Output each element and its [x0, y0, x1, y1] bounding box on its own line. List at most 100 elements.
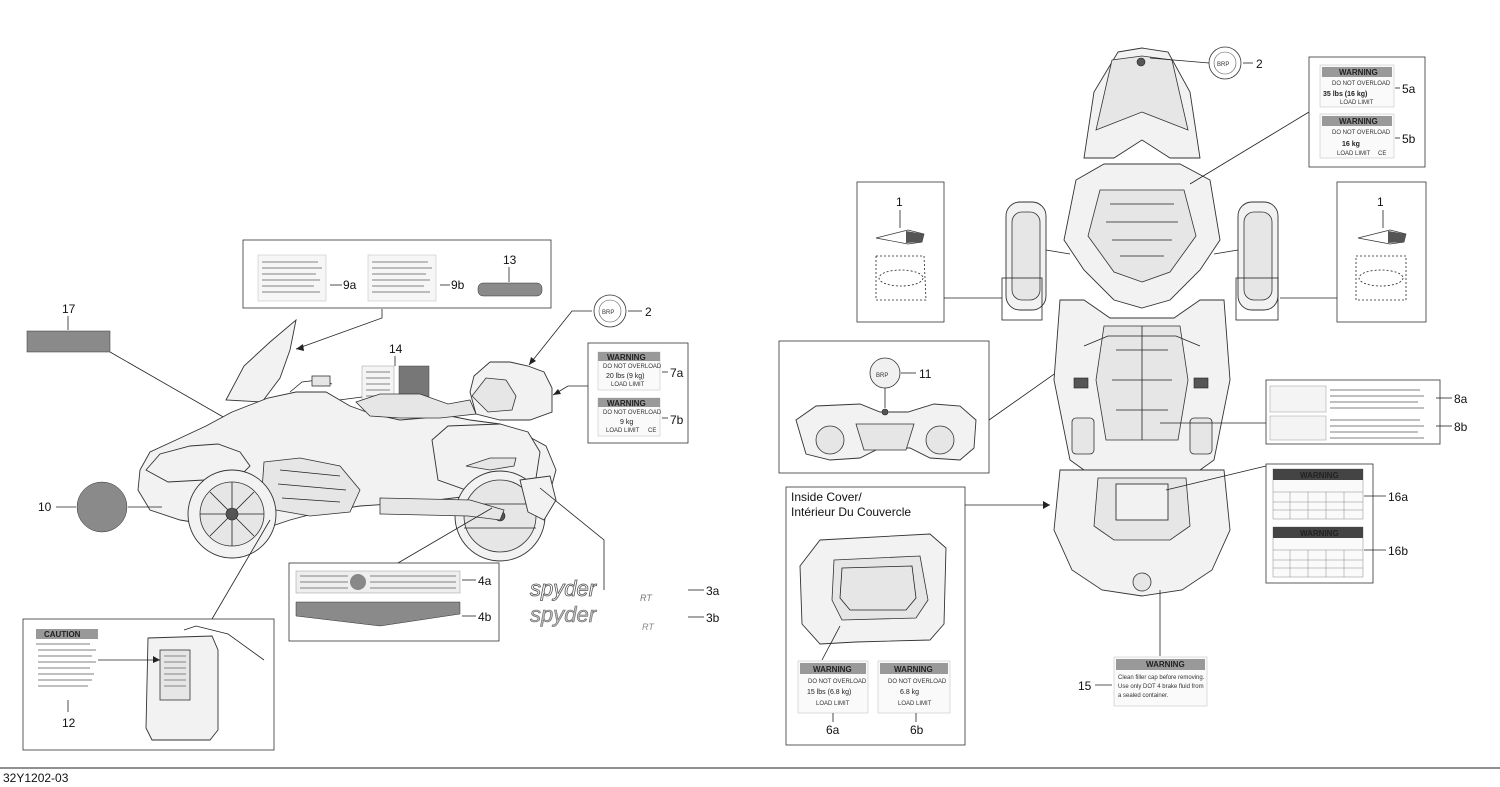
svg-text:CE: CE	[648, 428, 656, 434]
label-5a: WARNING DO NOT OVERLOAD 35 lbs (16 kg) L…	[1319, 64, 1416, 108]
svg-text:2: 2	[645, 305, 652, 319]
svg-text:6a: 6a	[826, 723, 840, 737]
label-9b: 9b	[367, 254, 465, 302]
svg-text:LOAD LIMIT: LOAD LIMIT	[611, 382, 645, 388]
svg-text:3b: 3b	[706, 611, 720, 625]
svg-text:35 lbs (16 kg): 35 lbs (16 kg)	[1323, 91, 1367, 98]
svg-text:16b: 16b	[1388, 544, 1408, 558]
svg-text:8a: 8a	[1454, 392, 1468, 406]
svg-text:9 kg: 9 kg	[620, 419, 633, 426]
label-16a: WARNING 16a	[1272, 468, 1408, 520]
svg-text:WARNING: WARNING	[813, 665, 852, 674]
inside-cover-title-2: Intérieur Du Couvercle	[791, 505, 911, 519]
svg-text:DO NOT OVERLOAD: DO NOT OVERLOAD	[603, 410, 662, 416]
svg-text:7a: 7a	[670, 366, 684, 380]
svg-text:BRP: BRP	[602, 310, 614, 316]
label-2-right: BRP 2	[1149, 46, 1263, 80]
svg-text:16 kg: 16 kg	[1342, 141, 1360, 148]
svg-text:WARNING: WARNING	[607, 353, 646, 362]
svg-text:WARNING: WARNING	[1300, 471, 1339, 480]
svg-text:WARNING: WARNING	[894, 665, 933, 674]
svg-text:WARNING: WARNING	[1339, 68, 1378, 77]
label-5b: WARNING DO NOT OVERLOAD 16 kg LOAD LIMIT…	[1319, 113, 1416, 159]
svg-text:DO NOT OVERLOAD: DO NOT OVERLOAD	[808, 679, 867, 685]
label-group-16: WARNING 16a WARNING 16b	[1165, 463, 1408, 584]
svg-text:DO NOT OVERLOAD: DO NOT OVERLOAD	[1332, 81, 1391, 87]
svg-text:7b: 7b	[670, 413, 684, 427]
svg-text:LOAD LIMIT: LOAD LIMIT	[816, 701, 850, 707]
svg-text:CAUTION: CAUTION	[44, 630, 81, 639]
label-6a: WARNING DO NOT OVERLOAD 15 lbs (6.8 kg) …	[797, 660, 869, 737]
label-group-3: spyder RT 3a spyder RT 3b	[530, 487, 720, 632]
label-10: 10	[38, 481, 162, 533]
inside-cover-title-1: Inside Cover/	[791, 490, 862, 504]
svg-text:17: 17	[62, 302, 76, 316]
svg-text:LOAD LIMIT: LOAD LIMIT	[606, 428, 640, 434]
svg-text:1: 1	[1377, 195, 1384, 209]
decal-3b-text: spyder	[530, 602, 598, 627]
svg-text:14: 14	[389, 342, 403, 356]
decal-3b-rt: RT	[642, 622, 655, 632]
decal-3a-rt: RT	[640, 593, 653, 603]
side-view-vehicle	[137, 318, 557, 562]
label-group-11: BRP 11	[778, 340, 1095, 474]
label-15: WARNING Clean filler cap before removing…	[1078, 590, 1208, 707]
label-group-5: WARNING DO NOT OVERLOAD 35 lbs (16 kg) L…	[1189, 56, 1426, 185]
svg-text:12: 12	[62, 716, 76, 730]
label-7a: WARNING DO NOT OVERLOAD 20 lbs (9 kg) LO…	[597, 351, 684, 391]
svg-text:6b: 6b	[910, 723, 924, 737]
label-13: 13	[477, 253, 543, 297]
drawing-code: 32Y1202-03	[3, 771, 69, 785]
svg-text:DO NOT OVERLOAD: DO NOT OVERLOAD	[603, 364, 662, 370]
label-6b: WARNING DO NOT OVERLOAD 6.8 kg LOAD LIMI…	[877, 660, 951, 737]
svg-text:LOAD LIMIT: LOAD LIMIT	[898, 701, 932, 707]
svg-text:Clean filler cap before removi: Clean filler cap before removing.	[1118, 675, 1205, 681]
svg-text:3a: 3a	[706, 584, 720, 598]
svg-text:WARNING: WARNING	[607, 399, 646, 408]
svg-text:1: 1	[896, 195, 903, 209]
svg-text:5a: 5a	[1402, 82, 1416, 96]
svg-text:9a: 9a	[343, 278, 357, 292]
svg-text:13: 13	[503, 253, 517, 267]
svg-text:LOAD LIMIT: LOAD LIMIT	[1337, 151, 1371, 157]
label-17: 17	[26, 302, 226, 419]
svg-text:DO NOT OVERLOAD: DO NOT OVERLOAD	[1332, 130, 1391, 136]
label-group-1-right: 1	[1235, 181, 1427, 323]
svg-text:DO NOT OVERLOAD: DO NOT OVERLOAD	[888, 679, 947, 685]
label-9a: 9a	[257, 254, 357, 302]
label-group-9-13: 9a 9b 13	[242, 239, 552, 309]
label-7b: WARNING DO NOT OVERLOAD 9 kg LOAD LIMIT …	[597, 397, 684, 437]
svg-text:a sealed container.: a sealed container.	[1118, 693, 1169, 699]
svg-text:15 lbs (6.8 kg): 15 lbs (6.8 kg)	[807, 689, 851, 696]
label-group-12: CAUTION 12	[22, 519, 275, 751]
svg-text:WARNING: WARNING	[1300, 529, 1339, 538]
decal-3a-text: spyder	[530, 576, 598, 601]
svg-text:WARNING: WARNING	[1339, 117, 1378, 126]
svg-text:2: 2	[1256, 57, 1263, 71]
svg-text:Use only DOT 4 brake fluid fro: Use only DOT 4 brake fluid from	[1118, 684, 1204, 690]
svg-text:BRP: BRP	[876, 373, 888, 379]
svg-text:BRP: BRP	[1217, 62, 1229, 68]
svg-text:CE: CE	[1378, 151, 1386, 157]
svg-text:9b: 9b	[451, 278, 465, 292]
svg-text:WARNING: WARNING	[1146, 660, 1185, 669]
svg-text:11: 11	[919, 367, 932, 381]
svg-text:4b: 4b	[478, 610, 492, 624]
svg-text:20 lbs (9 kg): 20 lbs (9 kg)	[606, 373, 645, 380]
label-16b: WARNING 16b	[1272, 526, 1408, 578]
top-view-vehicle	[1005, 47, 1279, 597]
svg-text:LOAD LIMIT: LOAD LIMIT	[1340, 100, 1374, 106]
label-group-8: 8a 8b	[1160, 379, 1468, 445]
label-group-4: 4a 4b	[288, 507, 500, 642]
label-2-left: BRP 2	[528, 294, 652, 366]
svg-text:10: 10	[38, 500, 52, 514]
label-group-7: WARNING DO NOT OVERLOAD 20 lbs (9 kg) LO…	[552, 342, 689, 444]
label-group-1-left: 1	[856, 181, 1043, 323]
svg-text:4a: 4a	[478, 574, 492, 588]
label-group-6: Inside Cover/ Intérieur Du Couvercle WAR…	[785, 486, 1050, 746]
svg-text:16a: 16a	[1388, 490, 1408, 504]
svg-text:5b: 5b	[1402, 132, 1416, 146]
svg-text:8b: 8b	[1454, 420, 1468, 434]
svg-text:6.8 kg: 6.8 kg	[900, 689, 919, 696]
